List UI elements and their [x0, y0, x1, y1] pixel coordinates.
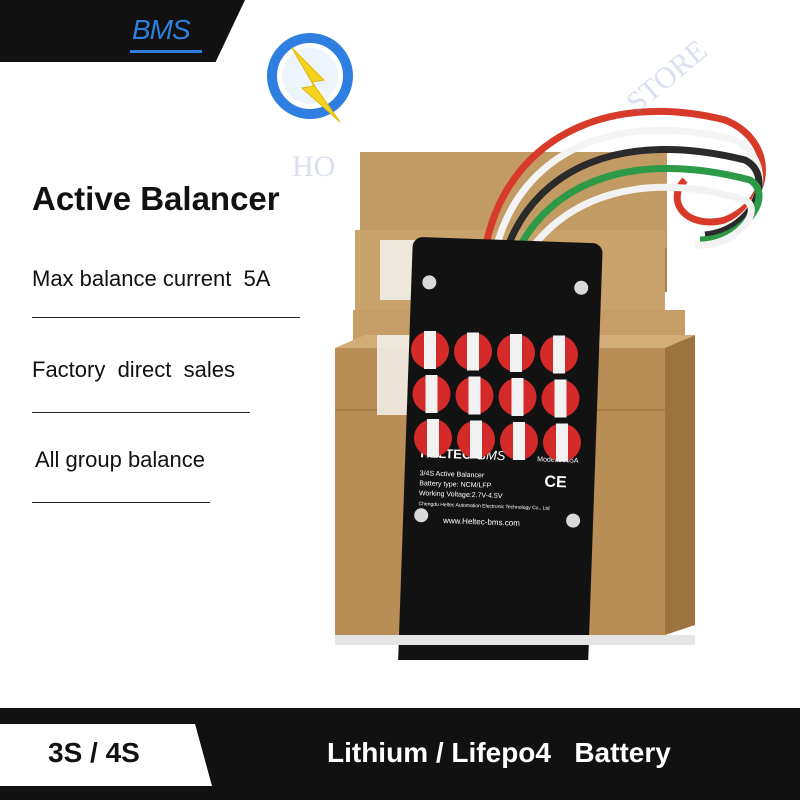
capacitor-label-band: [427, 419, 439, 457]
feature-factory-sales: Factory direct sales: [32, 357, 235, 382]
product-photo: HELTEC BMS 3/4S Active Balancer Battery …: [335, 108, 766, 660]
capacitor-label-band: [424, 331, 436, 369]
capacitor-label-band: [553, 335, 565, 374]
capacitor-label-band: [470, 420, 482, 459]
feature-balance-current: Max balance current 5A: [32, 266, 271, 291]
battery-type-label: Lithium / Lifepo4 Battery: [327, 737, 671, 768]
cell-count-label: 3S / 4S: [48, 737, 140, 768]
bottom-left-tab: [0, 724, 212, 786]
watermark-text: HO: [292, 150, 336, 183]
capacitor-label-band: [513, 422, 525, 460]
bms-logo-underline: [130, 50, 202, 53]
capacitor-label-band: [468, 376, 481, 415]
top-left-tab: [0, 0, 245, 62]
feature-group-balance: All group balance: [35, 447, 206, 472]
board-ce-mark: CE: [544, 474, 567, 492]
capacitor-label-band: [511, 378, 524, 416]
bms-logo-text: BMS: [132, 14, 191, 45]
page-title: Active Balancer: [32, 180, 280, 217]
board-title: 3/4S Active Balancer: [420, 470, 485, 479]
capacitor-label-band: [467, 332, 479, 371]
board-url: www.Heltec-bms.com: [442, 516, 521, 528]
capacitor-label-band: [425, 375, 438, 413]
capacitor-label-band: [554, 379, 567, 418]
board-voltage: Working Voltage:2.7V-4.5V: [419, 490, 503, 500]
capacitor-label-band: [510, 334, 522, 372]
feature-divider: [32, 317, 300, 318]
board-company: Chengdu Heltec Automation Electronic Tec…: [418, 501, 549, 512]
lightning-circle-icon: [267, 33, 353, 123]
capacitor-grid: [411, 331, 581, 462]
capacitor-label-band: [556, 423, 568, 462]
feature-divider: [32, 502, 210, 503]
board-battery-type: Battery type: NCM/LFP: [419, 480, 491, 490]
feature-divider: [32, 412, 250, 413]
